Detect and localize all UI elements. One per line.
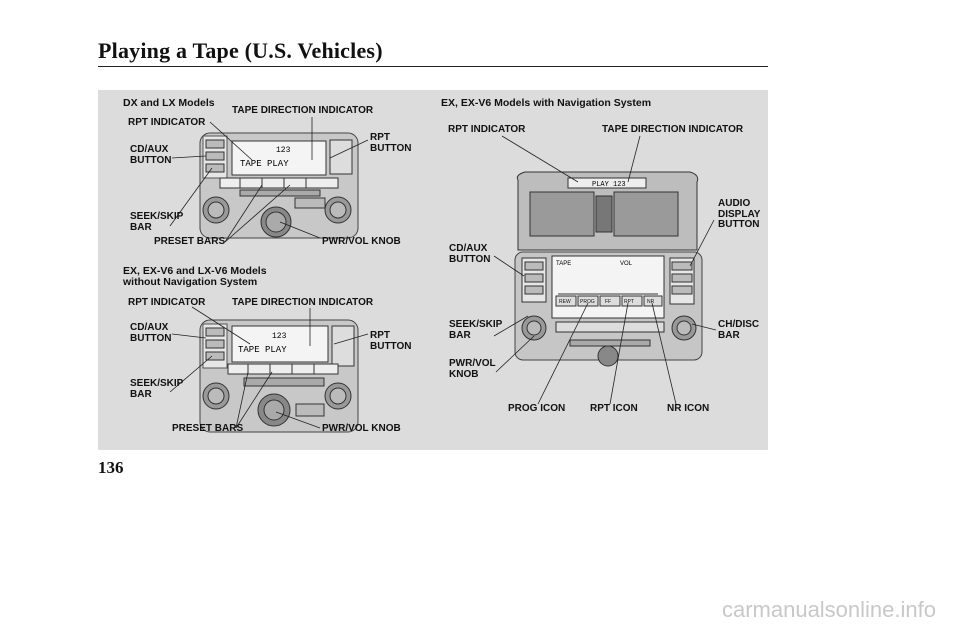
label-rpt-button-dx: RPT BUTTON <box>370 132 412 154</box>
leader-lines <box>169 117 717 429</box>
ex-display-line1: 123 <box>272 332 287 341</box>
label-pwr-vol-dx: PWR/VOL KNOB <box>322 236 401 247</box>
nav-screen-vol: VOL <box>620 261 633 267</box>
page-title: Playing a Tape (U.S. Vehicles) <box>98 38 383 63</box>
title-rule <box>98 66 768 67</box>
nav-btn-ff: FF <box>605 299 611 305</box>
ex-display-line2: TAPE PLAY <box>238 345 287 355</box>
label-rpt-indicator-nav: RPT INDICATOR <box>448 124 526 135</box>
label-tape-direction-dx: TAPE DIRECTION INDICATOR <box>232 105 374 116</box>
label-rpt-indicator-dx: RPT INDICATOR <box>128 117 206 128</box>
radio-dx-lx <box>199 132 359 239</box>
label-preset-bars-dx: PRESET BARS <box>154 236 226 247</box>
label-pwr-vol-nav: PWR/VOL KNOB <box>449 358 496 380</box>
nav-btn-nr: NR <box>647 299 655 305</box>
label-tape-direction-nav: TAPE DIRECTION INDICATOR <box>602 124 744 135</box>
nav-btn-prog: PROG <box>580 299 595 305</box>
heading-nav: EX, EX-V6 Models with Navigation System <box>441 97 652 109</box>
label-audio-display-nav: AUDIO DISPLAY BUTTON <box>718 198 761 230</box>
heading-ex-no-nav: EX, EX-V6 and LX-V6 Models without Navig… <box>123 265 267 288</box>
label-preset-bars-ex: PRESET BARS <box>172 423 244 434</box>
label-rpt-indicator-ex: RPT INDICATOR <box>128 297 206 308</box>
watermark: carmanualsonline.info <box>721 597 936 622</box>
label-nr-icon-nav: NR ICON <box>667 403 710 414</box>
nav-display: PLAY 123 <box>592 181 626 189</box>
nav-btn-rew: REW <box>559 299 571 305</box>
label-prog-icon-nav: PROG ICON <box>508 403 566 414</box>
nav-screen-tape: TAPE <box>556 261 571 267</box>
page-number: 136 <box>98 458 124 477</box>
label-ch-disc-nav: CH/DISC BAR <box>718 319 760 341</box>
label-cd-aux-ex: CD/AUX BUTTON <box>130 322 172 344</box>
dx-display-line1: 123 <box>276 146 291 155</box>
label-tape-direction-ex: TAPE DIRECTION INDICATOR <box>232 297 374 308</box>
radio-ex-no-nav <box>199 319 359 433</box>
nav-console <box>514 171 703 367</box>
label-seek-skip-nav: SEEK/SKIP BAR <box>449 319 503 341</box>
label-cd-aux-nav: CD/AUX BUTTON <box>449 243 491 265</box>
nav-btn-rpt: RPT <box>624 299 634 305</box>
label-rpt-icon-nav: RPT ICON <box>590 403 638 414</box>
label-pwr-vol-ex: PWR/VOL KNOB <box>322 423 401 434</box>
label-rpt-button-ex: RPT BUTTON <box>370 330 412 352</box>
heading-dx-lx: DX and LX Models <box>123 97 215 109</box>
label-seek-skip-ex: SEEK/SKIP BAR <box>130 378 184 400</box>
label-seek-skip-dx: SEEK/SKIP BAR <box>130 211 184 233</box>
dx-display-line2: TAPE PLAY <box>240 159 289 169</box>
label-cd-aux-dx: CD/AUX BUTTON <box>130 144 172 166</box>
